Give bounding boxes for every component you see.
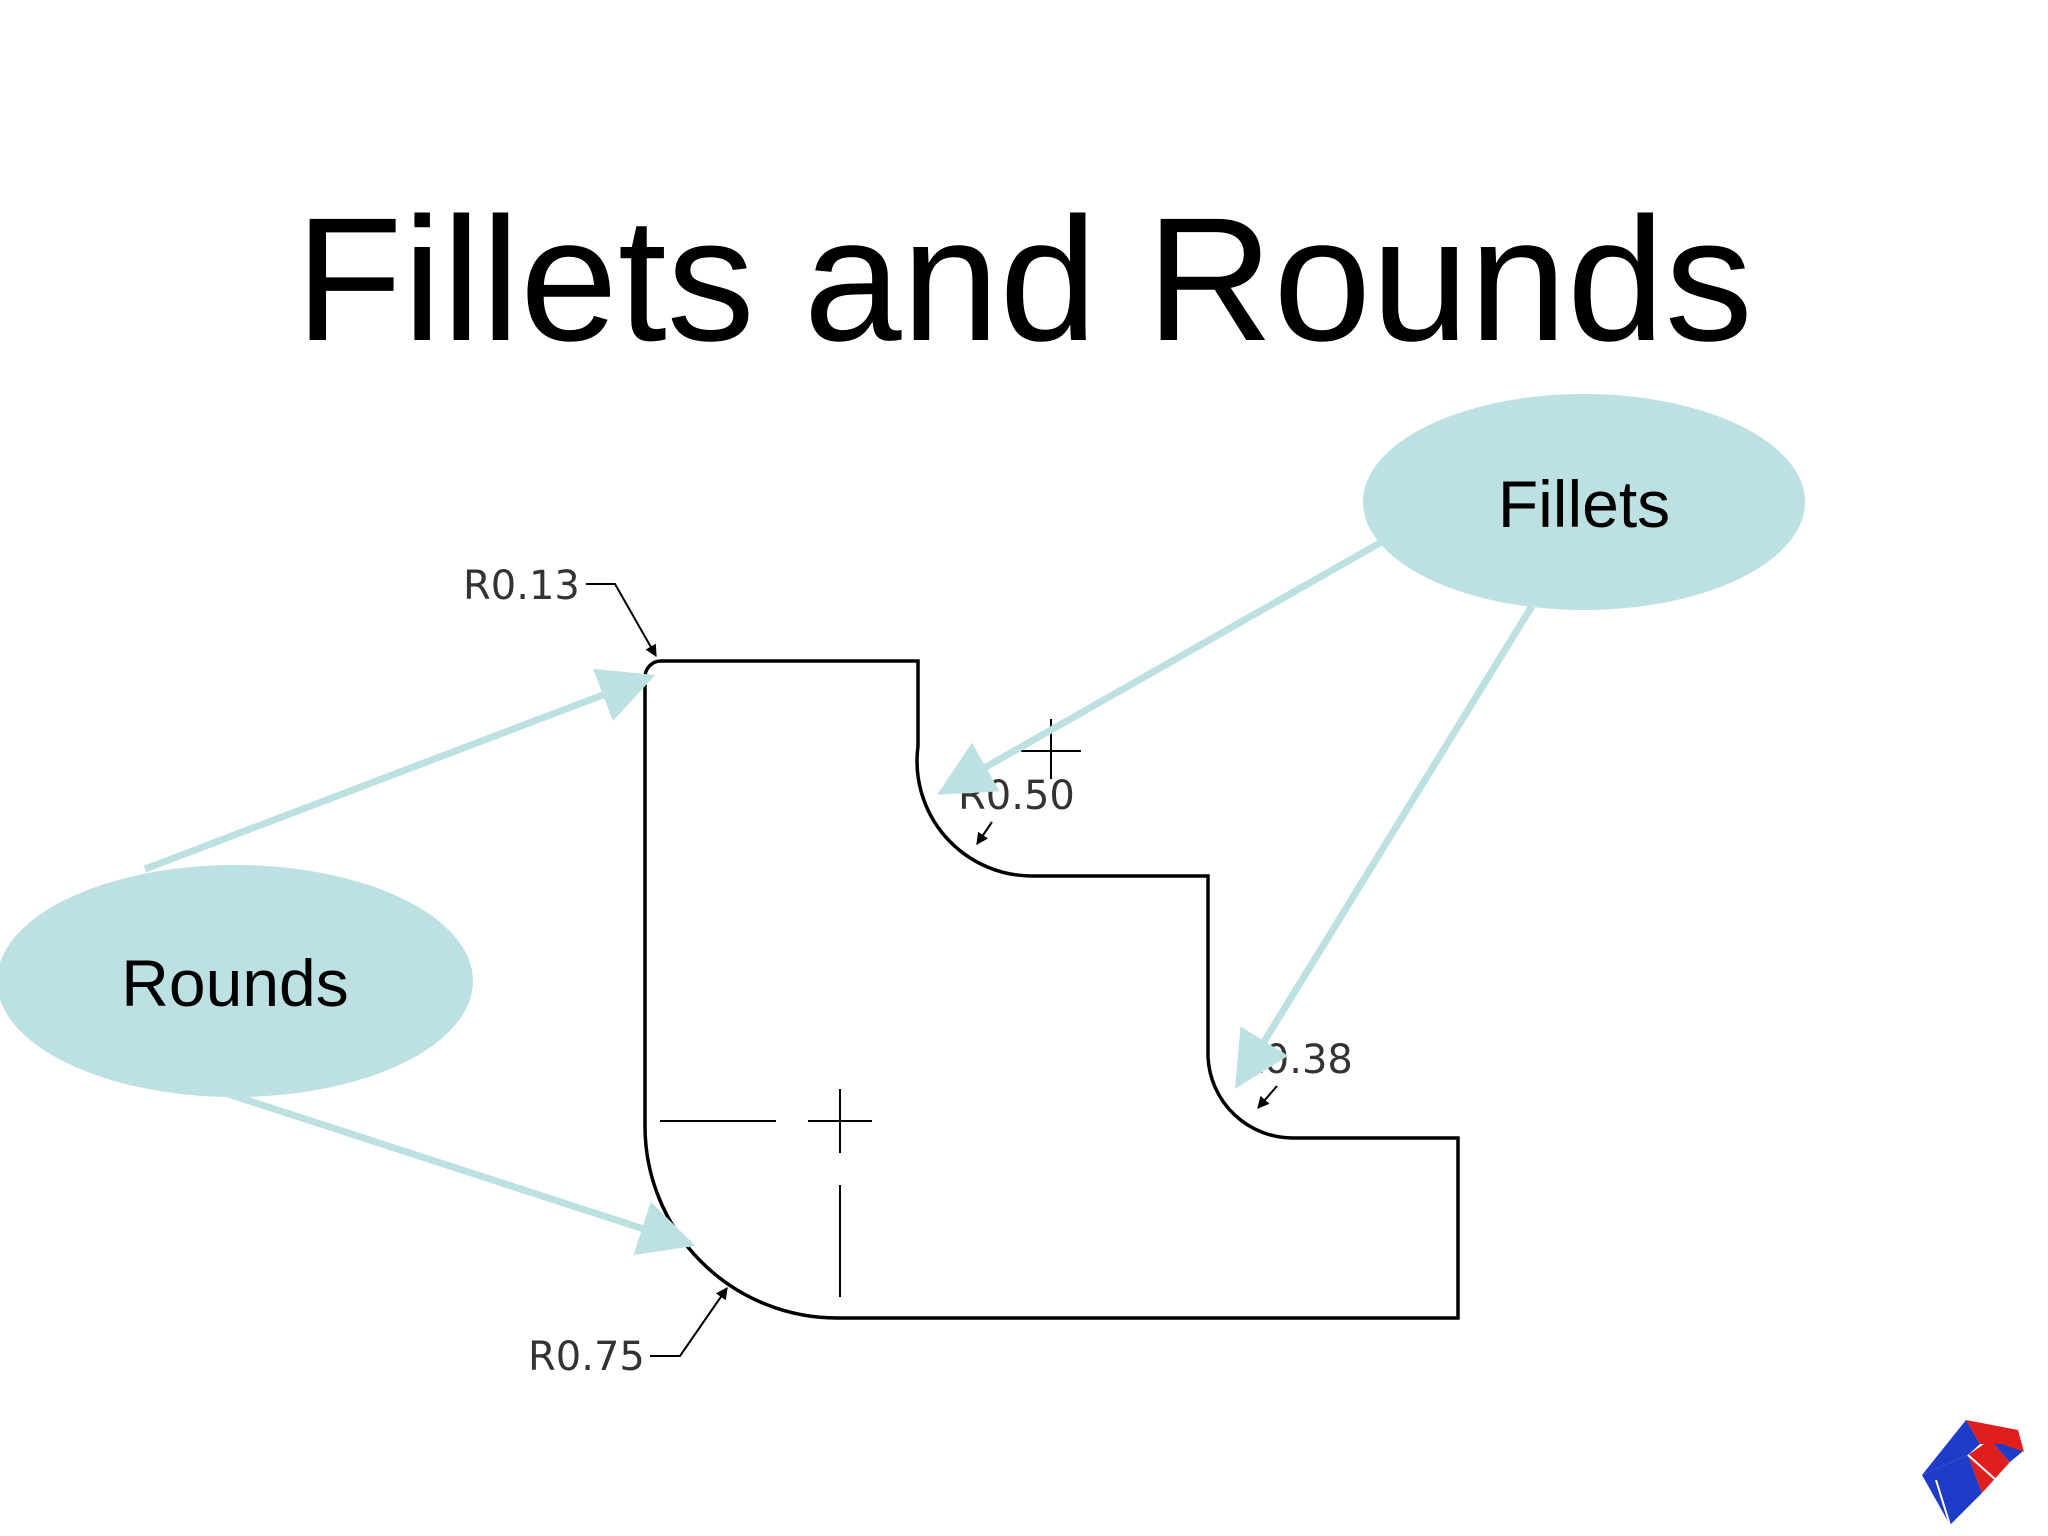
dimension-r013: R0.13 xyxy=(463,563,580,609)
dimension-leaders xyxy=(586,583,1278,1357)
fillets-callout xyxy=(1363,394,1805,610)
slide-title: Fillets and Rounds xyxy=(295,182,1753,378)
dimension-r075: R0.75 xyxy=(528,1334,645,1380)
rounds-leader-lower xyxy=(223,1089,696,1256)
rounds-callout-label: Rounds xyxy=(121,946,349,1020)
part-outline xyxy=(643,659,1460,1320)
fillets-leader-upper xyxy=(937,536,1387,796)
dimension-r050: R0.50 xyxy=(958,773,1075,819)
fillets-leader-lower xyxy=(1235,604,1535,1089)
rounds-callout xyxy=(0,865,473,1097)
arrow-logo-icon xyxy=(1922,1420,2024,1526)
callout-leaders xyxy=(143,536,1535,1256)
center-mark-large-round xyxy=(660,1089,872,1297)
fillets-callout-label: Fillets xyxy=(1498,467,1670,541)
rounds-leader-upper xyxy=(143,668,656,873)
